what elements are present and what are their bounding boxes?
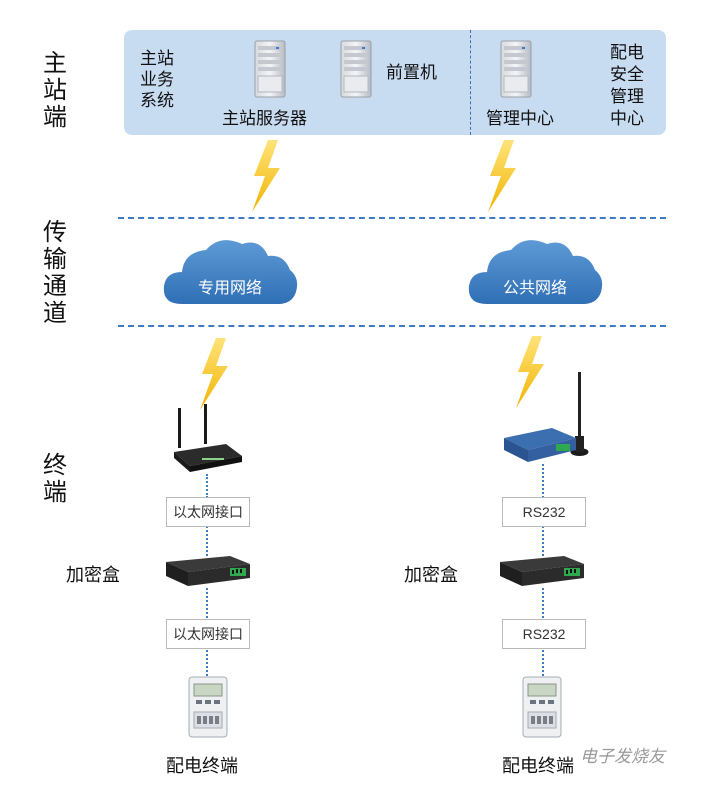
ethernet-port-label-bottom: 以太网接口 [166,619,250,649]
router-icon [174,404,242,472]
master-station-panel [124,30,666,135]
connector-line [542,464,544,498]
encryption-box-icon [160,554,252,588]
connector-line [542,526,544,556]
section-label-transmission: 传输通道 [43,219,67,327]
management-server-icon [500,40,532,98]
connector-line [542,650,544,676]
dtu-modem-icon [504,372,589,462]
transmission-bottom-boundary [118,325,666,327]
business-system-label: 主站 业务 系统 [140,49,174,110]
public-network-label: 公共网络 [502,280,567,297]
front-end-label: 前置机 [386,63,437,82]
connector-line [542,588,544,618]
front-end-server-icon [340,40,372,98]
rs232-port-label-bottom: RS232 [502,619,586,649]
terminal-label-right: 配电终端 [502,756,574,776]
transmission-top-boundary [118,217,666,219]
connector-line [206,588,208,618]
lightning-icon [484,140,520,212]
ethernet-port-label-top: 以太网接口 [166,497,250,527]
encryption-box-label-right: 加密盒 [404,565,458,585]
connector-line [206,474,208,498]
section-label-terminal: 终端 [43,452,67,506]
rs232-port-label-top: RS232 [502,497,586,527]
encryption-box-label-left: 加密盒 [66,565,120,585]
management-center-label: 管理中心 [486,109,554,128]
connector-line [206,526,208,556]
private-network-label: 专用网络 [197,280,262,297]
master-server-label: 主站服务器 [222,109,307,128]
meter-terminal-icon [522,676,562,738]
terminal-label-left: 配电终端 [166,756,238,776]
master-server-icon [254,40,286,98]
meter-terminal-icon [188,676,228,738]
connector-line [206,650,208,676]
section-label-master: 主站端 [43,50,67,131]
security-center-label: 配电 安全 管理 中心 [610,43,644,128]
watermark: 电子发烧友 [580,747,665,766]
lightning-icon [248,140,284,212]
encryption-box-icon [494,554,586,588]
lightning-icon [196,338,232,410]
panel-divider [470,30,471,135]
